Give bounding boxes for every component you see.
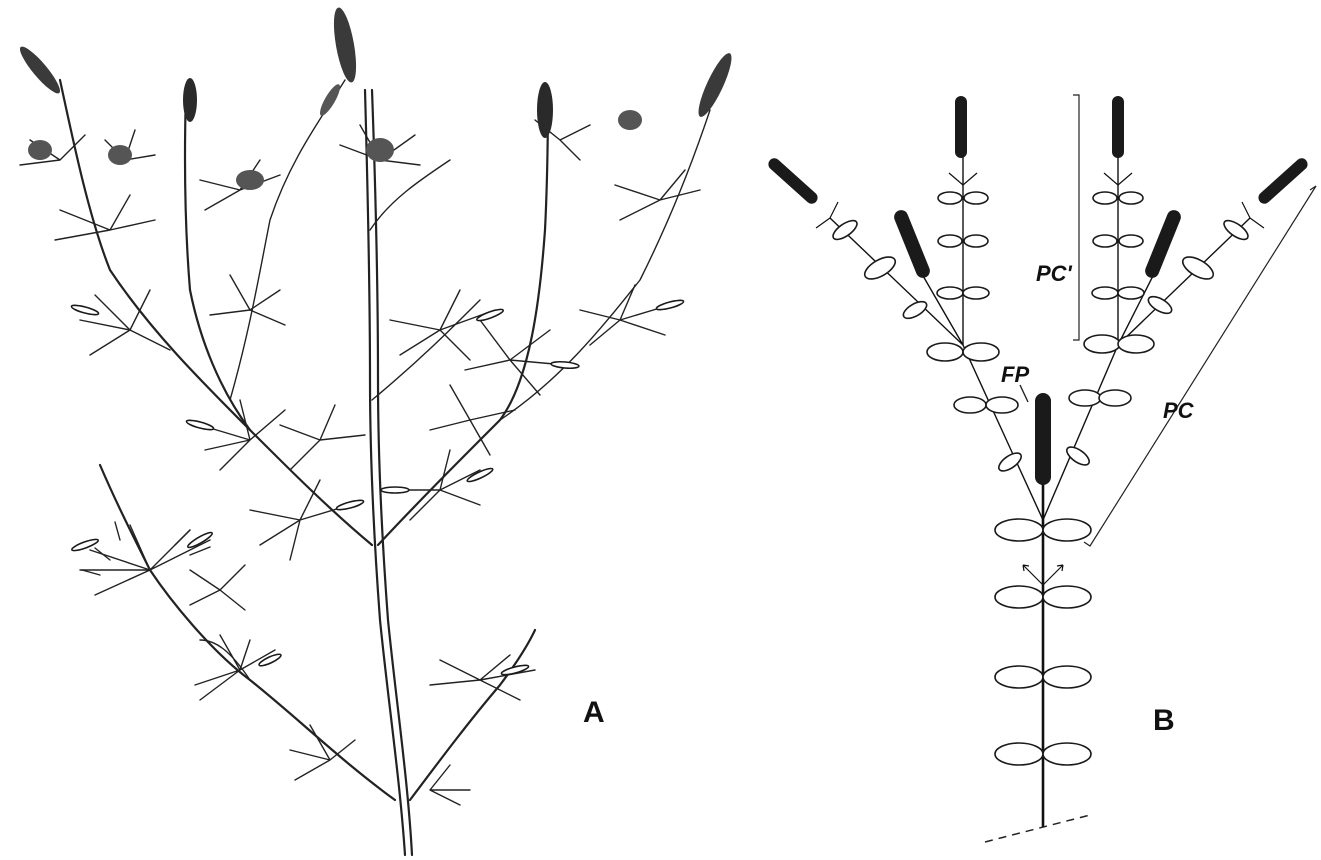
label-pc-prime: PC'	[1036, 261, 1073, 286]
terminal-spike-fp	[1035, 393, 1051, 485]
schematic-axes	[830, 150, 1250, 827]
ground-line	[985, 815, 1090, 842]
panel-label-b: B	[1153, 704, 1175, 737]
panel-label-a: A	[583, 696, 605, 729]
label-fp: FP	[1001, 362, 1029, 387]
pc-prime-bracket	[1073, 95, 1079, 340]
branching-schematic: FP PC' PC B	[766, 95, 1316, 842]
fp-pointer	[1020, 385, 1028, 402]
plant-drawing: A	[15, 6, 737, 855]
plant-flower-spikes	[15, 6, 737, 190]
plant-stems	[60, 80, 710, 855]
schematic-spikes	[766, 96, 1310, 485]
label-pc: PC	[1163, 398, 1195, 423]
schematic-bud-arrows	[816, 173, 1264, 585]
